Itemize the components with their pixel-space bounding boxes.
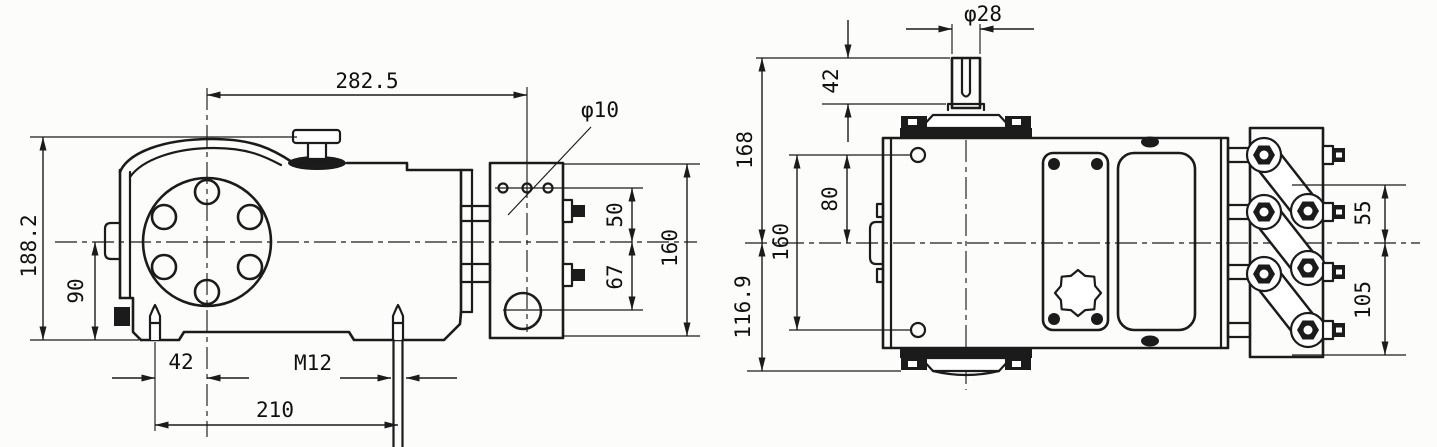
side-dimensions: 282.5 φ10 188.2 90 42 M12 210 50 67 bbox=[17, 69, 700, 431]
dowel-hole bbox=[909, 146, 927, 164]
dim-port-above-center-top: 55 bbox=[1351, 200, 1375, 225]
dim-gauge-hole-dia: φ10 bbox=[581, 98, 619, 122]
port-plug bbox=[561, 198, 574, 224]
dim-port-below-center-top: 105 bbox=[1351, 281, 1375, 319]
bearing-hub-top bbox=[900, 113, 1032, 138]
dim-center-to-rear: 116.9 bbox=[731, 275, 755, 338]
drain-plug bbox=[114, 307, 130, 326]
drive-shaft bbox=[946, 56, 986, 112]
flange-bolt-circle bbox=[141, 176, 273, 308]
hand-knob bbox=[1053, 268, 1103, 318]
dim-hole-to-center: 80 bbox=[818, 186, 842, 211]
dim-valve-block-height: 160 bbox=[658, 229, 682, 267]
dim-stud-to-flange-center: 42 bbox=[168, 350, 193, 374]
outlet-port bbox=[503, 291, 543, 331]
oil-filler-knob bbox=[288, 128, 346, 170]
dowel-hole bbox=[909, 321, 927, 339]
side-view: 282.5 φ10 188.2 90 42 M12 210 50 67 bbox=[17, 69, 700, 447]
dim-front-to-center: 168 bbox=[733, 131, 757, 169]
top-dimensions: φ28 42 168 116.9 160 80 55 105 bbox=[731, 2, 1406, 372]
mounting-studs bbox=[148, 303, 405, 447]
dim-overall-length: 282.5 bbox=[335, 69, 398, 93]
dim-port-above-center: 50 bbox=[603, 202, 627, 227]
valve-hex-bolts bbox=[1245, 136, 1327, 349]
side-port-bolts bbox=[1321, 144, 1345, 341]
inspection-cover bbox=[1041, 151, 1110, 332]
dim-base-to-center: 90 bbox=[64, 278, 88, 303]
dim-shaft-dia: φ28 bbox=[964, 2, 1002, 26]
top-view: φ28 42 168 116.9 160 80 55 105 bbox=[731, 2, 1420, 390]
valve-clamp-links bbox=[1249, 140, 1323, 345]
side-boss-top bbox=[868, 220, 885, 266]
valve-block-side bbox=[459, 161, 643, 340]
side-boss bbox=[103, 221, 122, 261]
dim-port-below-center: 67 bbox=[603, 264, 627, 289]
port-plug bbox=[561, 262, 574, 288]
side-centerlines bbox=[55, 87, 697, 437]
dim-hole-spacing: 160 bbox=[769, 223, 793, 261]
dim-shaft-length: 42 bbox=[819, 68, 843, 93]
leader-gauge-hole bbox=[507, 126, 592, 216]
bearing-hub-bottom bbox=[900, 348, 1032, 377]
dim-overall-height: 188.2 bbox=[17, 214, 41, 277]
dim-stud-thread: M12 bbox=[294, 351, 332, 375]
top-centerlines bbox=[745, 140, 1420, 390]
pump-body-side bbox=[103, 137, 474, 342]
rear-cover bbox=[1116, 136, 1197, 347]
pump-body-top bbox=[868, 136, 1230, 350]
dim-stud-spacing: 210 bbox=[256, 398, 294, 422]
valve-manifold-top bbox=[1226, 126, 1345, 359]
